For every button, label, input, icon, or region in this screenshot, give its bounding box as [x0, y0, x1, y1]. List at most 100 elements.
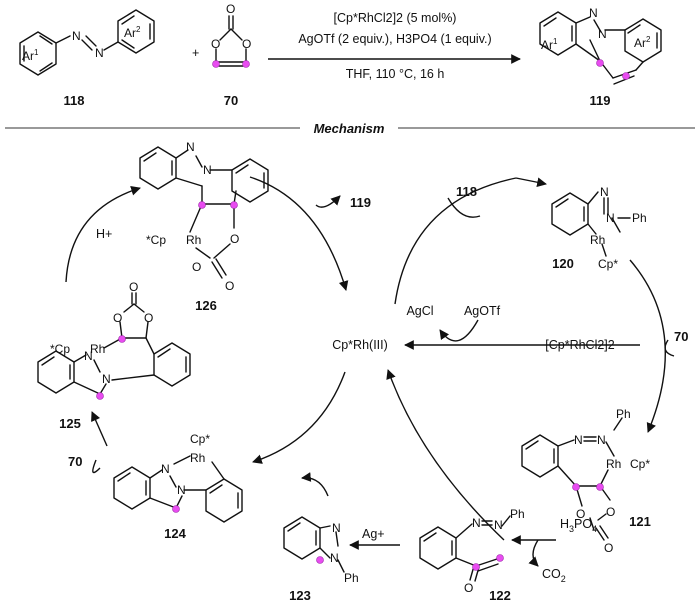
h3po4-label: H3PO4 [560, 517, 597, 534]
n-atom: N [330, 551, 339, 565]
compound-label-118: 118 [456, 184, 477, 199]
compound-label-125: 125 [59, 416, 81, 431]
cycle-arrow [515, 177, 547, 188]
agcl-arrow [439, 319, 479, 342]
intermediate-125-structure [37, 292, 191, 400]
o-atom: O [144, 311, 153, 325]
rh-atom: Rh [186, 233, 201, 247]
plus-sign: + [192, 46, 199, 60]
intermediate-126-structure [139, 146, 269, 279]
n-atom: N [600, 185, 609, 199]
cp-star-ligand: Cp* [190, 432, 210, 446]
n-atom: N [597, 433, 606, 447]
release-119-arrow [315, 195, 341, 208]
add-70-arrow [664, 339, 675, 357]
o-atom: O [226, 2, 235, 16]
ag-plus-label: Ag+ [362, 527, 385, 541]
compound-label-126: 126 [195, 298, 217, 313]
o-atom: O [129, 280, 138, 294]
n-atom: N [72, 29, 81, 43]
compound-label-118: 118 [64, 93, 85, 108]
vinylene-carbonate-70-structure [212, 15, 250, 68]
cp-star-ligand: Cp* [630, 457, 650, 471]
compound-label-124: 124 [164, 526, 186, 541]
rh-atom: Rh [590, 233, 605, 247]
o-atom: O [192, 260, 201, 274]
product-119-structure [539, 11, 662, 85]
compound-label-121: 121 [629, 514, 651, 529]
compound-label-122: 122 [489, 588, 511, 603]
agotf-label: AgOTf [464, 304, 501, 318]
ar2-label: Ar2 [634, 35, 651, 50]
intermediate-120-structure [551, 191, 631, 257]
rh-atom: Rh [190, 451, 205, 465]
precatalyst-label: [Cp*RhCl2]2 [545, 338, 615, 352]
compound-label-70: 70 [674, 329, 688, 344]
section-title: Mechanism [314, 121, 385, 136]
cp-star-ligand: Cp* [598, 257, 618, 271]
intermediate-121-structure [521, 417, 623, 541]
ph-group: Ph [616, 407, 631, 421]
n-atom: N [606, 211, 615, 225]
cycle-arrow [629, 259, 666, 433]
n-atom: N [472, 516, 481, 530]
n-atom: N [161, 462, 170, 476]
cp-star-ligand: *Cp [50, 342, 70, 356]
azoarene-118-structure [19, 9, 155, 76]
ar2-label: Ar2 [124, 25, 141, 40]
solvent-condition: THF, 110 °C, 16 h [346, 67, 445, 81]
o-atom: O [242, 37, 251, 51]
cycle-arrow [252, 371, 346, 464]
cp-star-ligand: *Cp [146, 233, 166, 247]
n-atom: N [598, 27, 607, 41]
rh-atom: Rh [606, 457, 621, 471]
cycle-arrow [91, 411, 108, 447]
rh-atom: Rh [90, 342, 105, 356]
ph-group: Ph [632, 211, 647, 225]
n-atom: N [574, 433, 583, 447]
ph-group: Ph [510, 507, 525, 521]
n-atom: N [589, 6, 598, 20]
catalyst-condition: [Cp*RhCl2]2 (5 mol%) [334, 11, 457, 25]
cycle-arrow [65, 185, 141, 283]
compound-label-119: 119 [350, 195, 371, 210]
o-atom: O [113, 311, 122, 325]
ar1-label: Ar1 [22, 48, 39, 63]
ar1-label: Ar1 [541, 37, 558, 52]
n-atom: N [177, 483, 186, 497]
n-atom: N [186, 140, 195, 154]
add-118-arrow [447, 197, 481, 218]
o-atom: O [230, 232, 239, 246]
conversion-arrow [301, 472, 329, 497]
compound-label-123: 123 [289, 588, 311, 603]
n-atom: N [84, 349, 93, 363]
compound-label-120: 120 [552, 256, 574, 271]
catalyst-label: Cp*Rh(III) [332, 338, 388, 352]
intermediate-122-structure [419, 515, 511, 582]
co2-label: CO2 [542, 567, 566, 584]
o-atom: O [576, 507, 585, 521]
n-atom: N [494, 518, 503, 532]
compound-label-119: 119 [590, 93, 611, 108]
intermediate-124-structure [113, 455, 243, 523]
ph-group: Ph [344, 571, 359, 585]
compound-label-70: 70 [224, 93, 238, 108]
o-atom: O [606, 505, 615, 519]
o-atom: O [211, 37, 220, 51]
additive-condition: AgOTf (2 equiv.), H3PO4 (1 equiv.) [298, 32, 491, 46]
n-atom: N [102, 372, 111, 386]
o-atom: O [604, 541, 613, 555]
h-plus-label: H+ [96, 227, 112, 241]
cycle-arrow [386, 369, 505, 541]
product-123-structure [283, 516, 345, 573]
n-atom: N [332, 521, 341, 535]
compound-label-70: 70 [68, 454, 82, 469]
cycle-arrow [249, 176, 349, 291]
o-atom: O [225, 279, 234, 293]
n-atom: N [95, 46, 104, 60]
o-atom: O [464, 581, 473, 595]
cycle-arrow [92, 459, 101, 474]
co2-arrow [528, 539, 539, 567]
